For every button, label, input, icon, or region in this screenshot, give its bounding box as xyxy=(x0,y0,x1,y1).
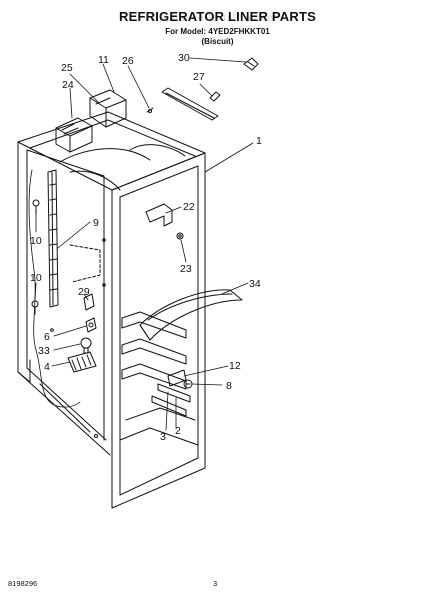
doc-number: 8198296 xyxy=(8,579,38,588)
part-4-shield xyxy=(67,351,97,373)
part-30-clip xyxy=(243,57,259,71)
callout-11: 11 xyxy=(98,54,109,66)
model-line: For Model: 4YED2FHKKT01 xyxy=(165,27,270,36)
liner-wiring xyxy=(28,169,81,408)
callout-3: 3 xyxy=(160,431,166,443)
callout-10-lower: 10 xyxy=(30,272,42,284)
callout-33: 33 xyxy=(38,345,50,357)
page-number: 3 xyxy=(213,579,218,588)
part-29-bracket xyxy=(83,293,95,311)
part-25-light-housing xyxy=(89,89,127,128)
callout-26: 26 xyxy=(122,55,134,67)
watermark: AppliancePartsPros.com xyxy=(151,13,284,24)
callout-27: 27 xyxy=(193,71,205,83)
color-line: (Biscuit) xyxy=(201,37,234,46)
part-9-rail xyxy=(47,169,101,308)
part-27-screw xyxy=(209,91,221,102)
callout-25: 25 xyxy=(61,62,73,74)
callout-30: 30 xyxy=(178,52,190,64)
page-title: REFRIGERATOR LINER PARTS xyxy=(119,9,316,24)
part-2-channel xyxy=(157,383,191,403)
part-34-crisper-cover xyxy=(139,289,243,341)
callout-2: 2 xyxy=(175,425,181,437)
leader-lines xyxy=(34,57,254,431)
callout-29: 29 xyxy=(78,286,90,298)
liner-body xyxy=(17,111,206,509)
part-6-socket xyxy=(85,317,97,333)
callout-23: 23 xyxy=(180,263,192,275)
callout-6: 6 xyxy=(44,331,50,343)
part-8-knob xyxy=(183,379,193,389)
part-10-screw-upper xyxy=(32,199,40,215)
callout-12: 12 xyxy=(229,360,241,372)
callout-9: 9 xyxy=(93,217,99,229)
shelf-rails xyxy=(121,311,187,390)
part-10-screw-lower xyxy=(31,300,39,315)
callout-22: 22 xyxy=(183,201,195,213)
callout-1: 1 xyxy=(256,135,262,147)
part-23-screw xyxy=(176,232,184,240)
callout-4: 4 xyxy=(44,361,50,373)
callout-34: 34 xyxy=(249,278,261,290)
callout-10-upper: 10 xyxy=(30,235,42,247)
part-33-bulb xyxy=(80,337,92,354)
callout-8: 8 xyxy=(226,380,232,392)
part-11-screw xyxy=(146,107,154,113)
part-3-channel xyxy=(151,395,187,417)
part-26-strip xyxy=(161,87,219,121)
part-24-control-housing xyxy=(55,117,93,153)
part-22-bracket xyxy=(145,203,173,227)
callout-24: 24 xyxy=(62,79,74,91)
